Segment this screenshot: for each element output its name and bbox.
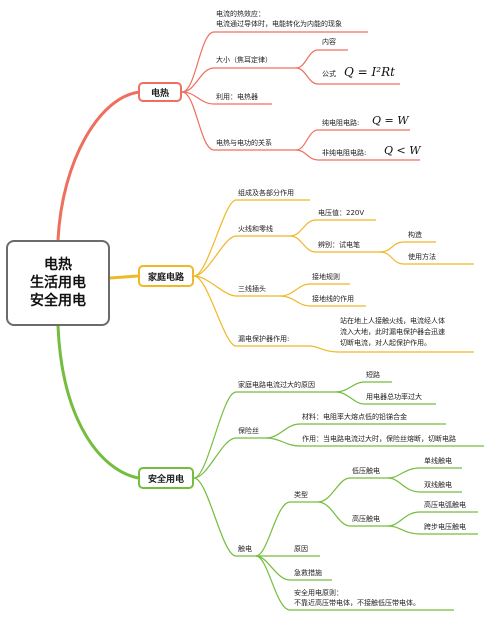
root-household-connector — [109, 274, 139, 280]
safety-connectors — [193, 381, 484, 611]
wire-identify: 辨别：试电笔 — [318, 241, 360, 249]
wires-label: 火线和零线 — [238, 225, 273, 233]
root-title-line-3: 安全用电 — [30, 293, 86, 309]
shock-label: 触电 — [238, 545, 252, 553]
nonpure-resistance-label: 非纯电阻电路: — [322, 149, 367, 157]
single-wire-shock: 单线触电 — [424, 457, 452, 465]
pure-resistance-formula: Q = W — [372, 114, 409, 127]
root-safety-connector — [56, 325, 139, 480]
safety-principle-title: 安全用电原则： — [294, 589, 343, 597]
root-topic[interactable]: 电热 生活用电 安全用电 — [6, 240, 110, 326]
composition: 组成及各部分作用 — [238, 189, 294, 197]
safety-principle-desc: 不靠近高压带电体，不接触低压带电体。 — [294, 599, 420, 607]
thermal-effect-desc: 电流通过导体时，电能转化为内能的现象 — [216, 20, 342, 28]
leakage-desc-line-3: 切断电流，对人起保护作用。 — [340, 339, 431, 347]
fuse-function: 作用：当电路电流过大时，保险丝熔断，切断电路 — [302, 435, 456, 443]
root-title-line-2: 生活用电 — [30, 275, 86, 291]
overcurrent-label: 家庭电路电流过大的原因 — [238, 381, 315, 389]
pure-resistance-label: 纯电阻电路: — [322, 119, 360, 127]
arc-shock: 高压电弧触电 — [424, 501, 466, 509]
branch-heat[interactable]: 电热 — [138, 82, 182, 102]
shock-types-label: 类型 — [294, 491, 308, 499]
leakage-desc-line-1: 站在地上人接触火线，电流经人体 — [340, 317, 445, 325]
step-voltage-shock: 跨步电压触电 — [424, 523, 466, 531]
branch-safety[interactable]: 安全用电 — [138, 467, 194, 489]
wire-voltage: 电压值：220V — [318, 209, 365, 217]
relation-label: 电热与电功的关系 — [216, 139, 272, 147]
overcurrent-overload: 用电器总功率过大 — [366, 393, 422, 401]
fuse-material: 材料：电阻率大熔点低的铅锑合金 — [302, 413, 407, 421]
shock-cause: 原因 — [294, 545, 308, 553]
low-voltage-shock: 低压触电 — [352, 467, 380, 475]
first-aid: 急救措施 — [294, 569, 322, 577]
leakage-desc-line-2: 流入大地，此时漏电保护器会迅速 — [340, 328, 445, 336]
heat-connectors — [181, 31, 420, 161]
root-title-line-1: 电热 — [44, 257, 72, 273]
tester-structure: 构造 — [408, 231, 422, 239]
size-formula-label: 公式 — [322, 70, 336, 78]
overcurrent-short: 短路 — [366, 371, 380, 379]
size-label: 大小（焦耳定律） — [216, 56, 272, 64]
plug-label: 三线插头 — [238, 285, 266, 293]
double-wire-shock: 双线触电 — [424, 481, 452, 489]
branch-household[interactable]: 家庭电路 — [138, 265, 194, 287]
heat-use: 利用：电热器 — [216, 93, 258, 101]
household-connectors — [193, 199, 474, 353]
root-heat-connector — [56, 90, 141, 241]
fuse-label: 保险丝 — [238, 427, 259, 435]
high-voltage-shock: 高压触电 — [352, 515, 380, 523]
leakage-label: 漏电保护器作用: — [238, 335, 290, 343]
tester-usage: 使用方法 — [408, 253, 436, 261]
size-content: 内容 — [322, 38, 336, 46]
thermal-effect-title: 电流的热效应： — [216, 10, 265, 18]
joule-law-formula: Q = I²Rt — [344, 65, 395, 79]
ground-wire-role: 接地线的作用 — [312, 295, 354, 303]
nonpure-resistance-formula: Q < W — [384, 144, 421, 157]
grounding-rule: 接地规则 — [312, 273, 340, 281]
